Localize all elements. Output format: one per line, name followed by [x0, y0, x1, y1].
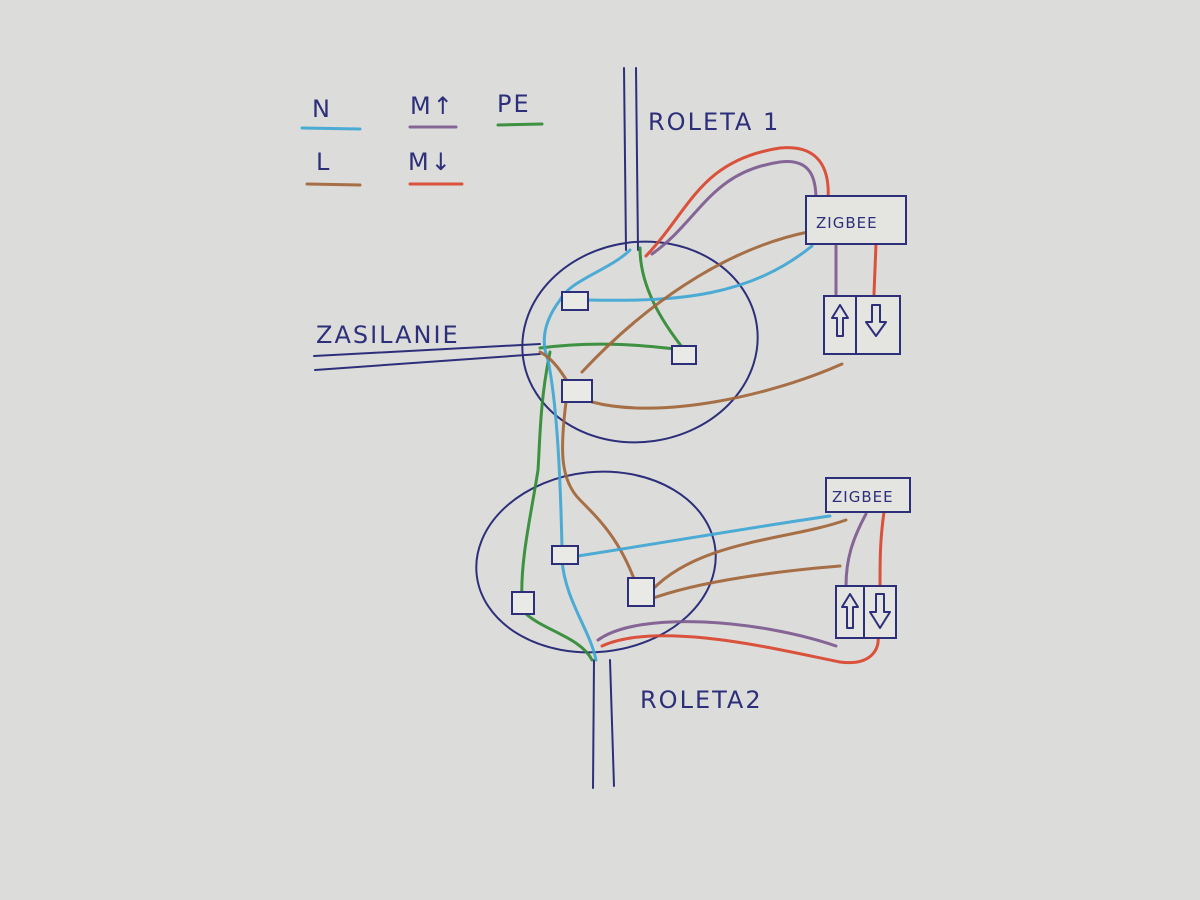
legend-l-swatch: [305, 182, 362, 187]
wire-m-up-switch2: [844, 512, 868, 588]
junction-box-1: [521, 240, 759, 444]
wire-m-up-roleta1: [650, 160, 818, 256]
terminal-pe-box1: [671, 345, 697, 365]
roleta2-label: ROLETA2: [640, 686, 763, 714]
legend-m-down-label: M↓: [408, 148, 453, 176]
legend-m-up-label: M↑: [410, 92, 455, 120]
wire-n-zigbee2: [576, 514, 832, 558]
zigbee-module-2-label: ZIGBEE: [832, 488, 894, 506]
legend-l-label: L: [316, 148, 331, 176]
zigbee-module-2: ZIGBEE: [825, 477, 911, 513]
arrow-down-icon: [865, 304, 887, 337]
wire-m-down-roleta1: [644, 146, 830, 258]
terminal-n-box2: [551, 545, 579, 565]
wire-pe-down: [520, 350, 552, 602]
wire-n-roleta2: [560, 558, 598, 662]
wire-l-switch1: [590, 362, 844, 410]
terminal-pe-box2: [511, 591, 535, 615]
terminal-n-box1: [561, 291, 589, 311]
wire-n-zigbee1: [586, 244, 814, 302]
wire-l-switch2: [646, 564, 842, 602]
cable-roleta1-right: [635, 67, 639, 251]
wire-pe-roleta2: [520, 608, 594, 662]
terminal-l-box1: [561, 379, 593, 403]
legend-n-label: N: [312, 95, 332, 123]
cable-roleta2-left: [592, 659, 595, 789]
roleta1-label: ROLETA 1: [648, 108, 780, 136]
zigbee-module-1-box: [805, 195, 907, 245]
wire-l-zigbee2: [650, 518, 848, 592]
junction-box-2: [475, 470, 717, 654]
blind-switch-1-frame: [823, 295, 901, 355]
cables: [313, 67, 639, 789]
blind-switch-2: [835, 585, 897, 639]
wires-roleta1: [520, 146, 878, 602]
wire-n-trunk: [542, 248, 632, 550]
legend-n-swatch: [300, 126, 362, 131]
cable-roleta1-left: [623, 67, 627, 251]
wire-m-down-switch1: [872, 242, 878, 296]
wire-m-down-switch2: [878, 510, 886, 588]
cable-roleta2-right: [609, 659, 615, 787]
zigbee-module-1: ZIGBEE: [805, 195, 907, 245]
cable-zasilanie-top: [313, 343, 541, 357]
legend: N M↑ PE L M↓: [300, 90, 544, 187]
wire-m-down-roleta2: [600, 634, 880, 665]
cable-zasilanie-bottom: [314, 353, 541, 371]
wire-pe-roleta1: [638, 246, 688, 354]
blind-switch-1: [823, 295, 901, 355]
wire-m-up-roleta2: [596, 620, 838, 648]
arrow-down-icon: [869, 593, 891, 629]
arrow-up-icon: [841, 593, 859, 629]
zigbee-module-2-box: [825, 477, 911, 513]
wire-l-zigbee1: [580, 230, 810, 374]
zasilanie-label: ZASILANIE: [316, 321, 460, 349]
zigbee-module-1-label: ZIGBEE: [816, 214, 878, 232]
arrow-up-icon: [831, 304, 849, 337]
legend-pe-swatch: [496, 122, 544, 127]
wires-roleta2: [520, 510, 886, 665]
legend-pe-label: PE: [497, 90, 531, 118]
terminal-l-box2: [627, 577, 655, 607]
